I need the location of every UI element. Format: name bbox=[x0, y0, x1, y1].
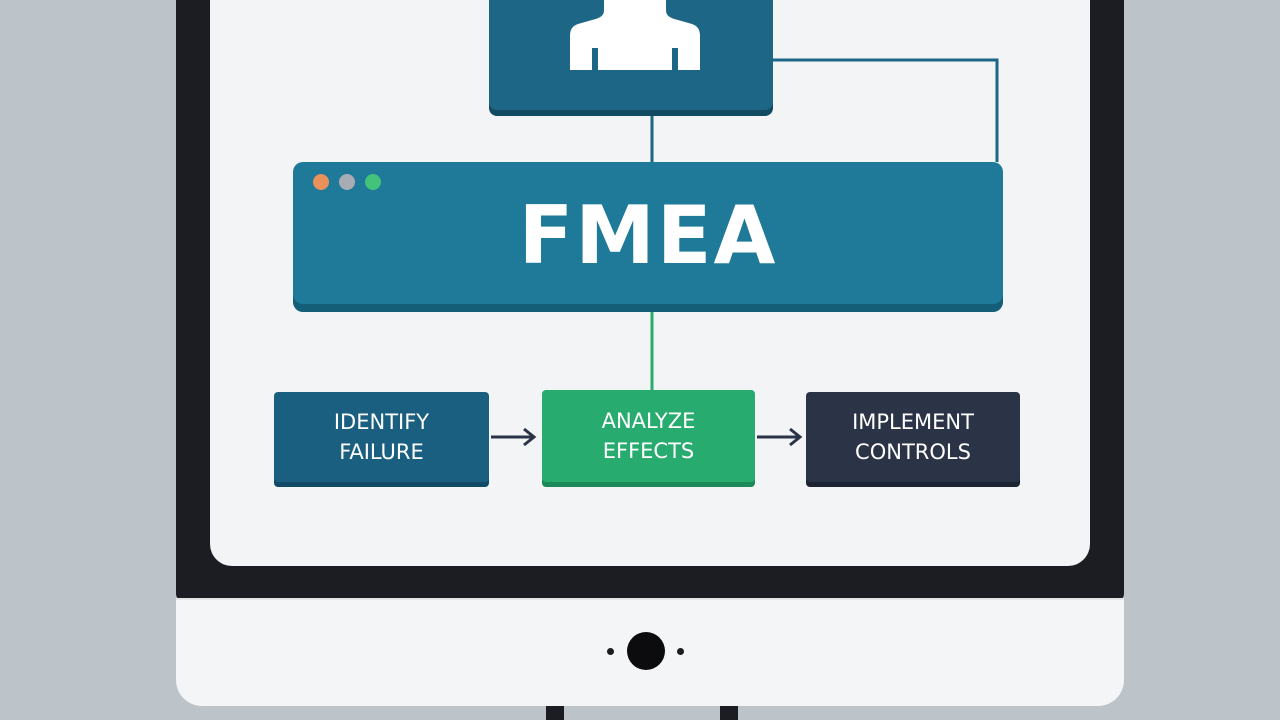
window-dot-orange bbox=[313, 174, 329, 190]
step-implement-controls: IMPLEMENT CONTROLS bbox=[806, 392, 1020, 482]
step-label: IMPLEMENT CONTROLS bbox=[852, 410, 974, 464]
fmea-title: FMEA bbox=[518, 189, 778, 282]
window-dot-green bbox=[365, 174, 381, 190]
webcam-icon bbox=[627, 632, 665, 670]
fmea-window bbox=[293, 162, 1003, 304]
monitor-stand-right bbox=[720, 706, 738, 720]
step-label: ANALYZE EFFECTS bbox=[601, 409, 696, 463]
person-icon bbox=[570, 0, 700, 70]
step-analyze-effects: ANALYZE EFFECTS bbox=[542, 390, 755, 482]
monitor-stand-left bbox=[546, 706, 564, 720]
indicator-dot-right bbox=[677, 648, 684, 655]
window-dot-gray bbox=[339, 174, 355, 190]
indicator-dot-left bbox=[607, 648, 614, 655]
step-identify-failure: IDENTIFY FAILURE bbox=[274, 392, 489, 482]
step-label: IDENTIFY FAILURE bbox=[333, 410, 430, 464]
